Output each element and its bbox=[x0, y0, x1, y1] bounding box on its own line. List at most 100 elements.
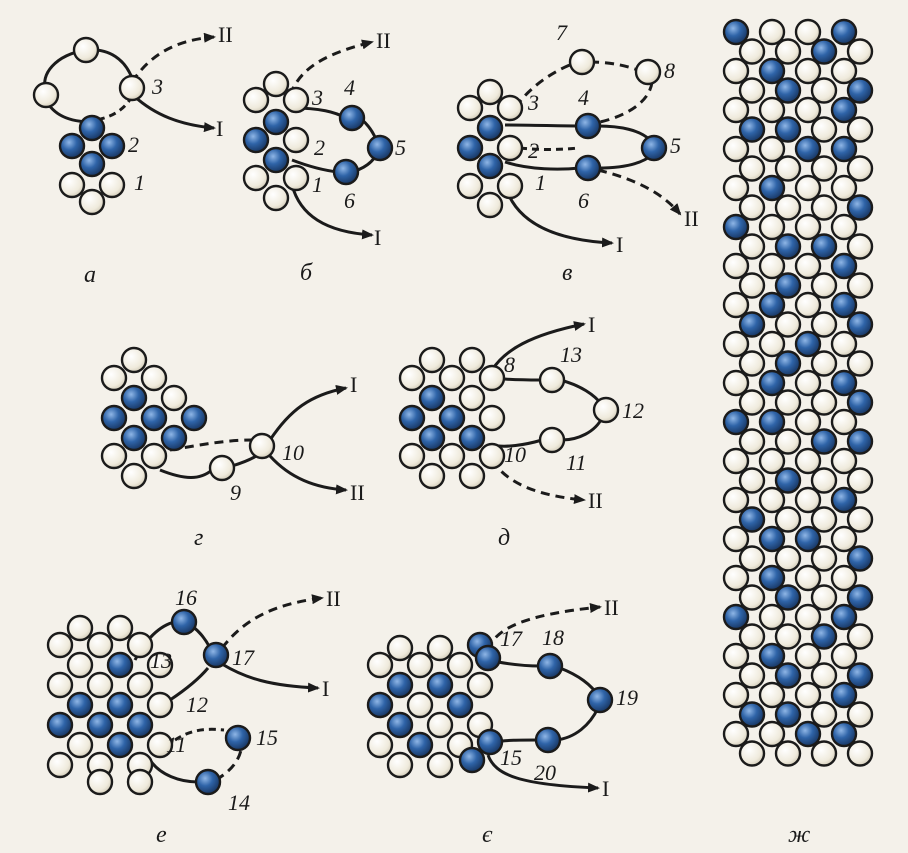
blue-bead bbox=[810, 233, 838, 260]
blue-bead bbox=[332, 158, 360, 186]
blue-bead bbox=[202, 641, 230, 669]
bead-label: 3 bbox=[527, 90, 539, 115]
bead-label: 12 bbox=[186, 692, 208, 717]
blue-bead bbox=[180, 404, 208, 432]
blue-bead bbox=[846, 662, 874, 689]
white-bead bbox=[810, 584, 838, 611]
beads-d bbox=[398, 346, 620, 490]
blue-bead bbox=[86, 711, 114, 739]
panel-caption: б bbox=[300, 260, 313, 286]
white-bead bbox=[386, 751, 414, 779]
blue-bead bbox=[418, 384, 446, 412]
blue-bead bbox=[66, 691, 94, 719]
blue-bead bbox=[830, 291, 858, 319]
bead-label: 5 bbox=[670, 133, 681, 158]
white-bead bbox=[126, 671, 154, 699]
white-bead bbox=[810, 740, 838, 767]
panel-zh: ж bbox=[722, 18, 874, 848]
beads-v bbox=[456, 48, 668, 219]
white-bead bbox=[722, 447, 750, 475]
white-bead bbox=[72, 36, 100, 64]
white-bead bbox=[846, 350, 874, 377]
blue-bead bbox=[474, 644, 502, 672]
white-bead bbox=[66, 731, 94, 759]
blue-bead bbox=[758, 291, 786, 319]
white-bead bbox=[794, 369, 822, 397]
blue-bead bbox=[366, 134, 394, 162]
white-bead bbox=[830, 174, 858, 202]
white-bead bbox=[262, 184, 290, 212]
beads-e bbox=[46, 608, 252, 796]
bead-label: 19 bbox=[616, 685, 638, 710]
bead-label: 16 bbox=[175, 585, 197, 610]
white-bead bbox=[738, 38, 766, 65]
white-bead bbox=[794, 408, 822, 436]
white-bead bbox=[738, 662, 766, 689]
blue-bead bbox=[722, 408, 750, 436]
thread-label-II: II bbox=[218, 22, 233, 47]
blue-bead bbox=[426, 671, 454, 699]
white-bead bbox=[738, 428, 766, 455]
blue-bead bbox=[846, 428, 874, 455]
white-bead bbox=[66, 651, 94, 679]
white-bead bbox=[418, 462, 446, 490]
white-bead bbox=[846, 467, 874, 494]
blue-bead bbox=[774, 662, 802, 689]
thread-label-I: I bbox=[616, 232, 623, 257]
white-bead bbox=[794, 96, 822, 124]
bead-label: 5 bbox=[395, 135, 406, 160]
white-bead bbox=[846, 116, 874, 143]
panel-caption: г bbox=[194, 525, 203, 551]
white-bead bbox=[722, 57, 750, 85]
panel-caption: є bbox=[482, 822, 493, 848]
white-bead bbox=[758, 96, 786, 124]
white-bead bbox=[810, 701, 838, 728]
white-bead bbox=[810, 194, 838, 221]
white-bead bbox=[118, 74, 146, 102]
bead-label: 6 bbox=[344, 188, 355, 213]
blue-bead bbox=[830, 18, 858, 46]
blue-bead bbox=[758, 564, 786, 592]
white-bead bbox=[758, 213, 786, 241]
blue-bead bbox=[446, 691, 474, 719]
white-bead bbox=[100, 364, 128, 392]
panel-ye: 17 18 19 15 20 II I є bbox=[366, 595, 638, 848]
blue-bead bbox=[120, 424, 148, 452]
white-bead bbox=[242, 86, 270, 114]
blue-bead bbox=[574, 112, 602, 140]
white-bead bbox=[810, 350, 838, 377]
white-bead bbox=[32, 81, 60, 109]
beads-b bbox=[242, 70, 394, 212]
white-bead bbox=[386, 634, 414, 662]
beads-ye bbox=[366, 631, 614, 779]
blue-bead bbox=[170, 608, 198, 636]
white-bead bbox=[66, 614, 94, 642]
bead-label: 2 bbox=[528, 138, 539, 163]
white-bead bbox=[722, 291, 750, 319]
panel-caption: д bbox=[498, 525, 510, 551]
white-bead bbox=[722, 252, 750, 280]
thread-label-I: I bbox=[350, 372, 357, 397]
white-bead bbox=[120, 462, 148, 490]
blue-bead bbox=[406, 731, 434, 759]
white-bead bbox=[282, 86, 310, 114]
blue-bead bbox=[738, 116, 766, 143]
white-bead bbox=[466, 671, 494, 699]
white-bead bbox=[438, 364, 466, 392]
white-bead bbox=[46, 671, 74, 699]
white-bead bbox=[538, 426, 566, 454]
panel-caption: а bbox=[84, 262, 96, 288]
blue-bead bbox=[774, 77, 802, 104]
blue-bead bbox=[794, 525, 822, 553]
white-bead bbox=[774, 194, 802, 221]
white-bead bbox=[496, 172, 524, 200]
white-bead bbox=[476, 78, 504, 106]
white-bead bbox=[758, 18, 786, 46]
beads-g bbox=[100, 346, 276, 490]
blue-bead bbox=[774, 584, 802, 611]
white-bead bbox=[262, 70, 290, 98]
white-bead bbox=[406, 691, 434, 719]
white-bead bbox=[496, 94, 524, 122]
blue-bead bbox=[758, 369, 786, 397]
